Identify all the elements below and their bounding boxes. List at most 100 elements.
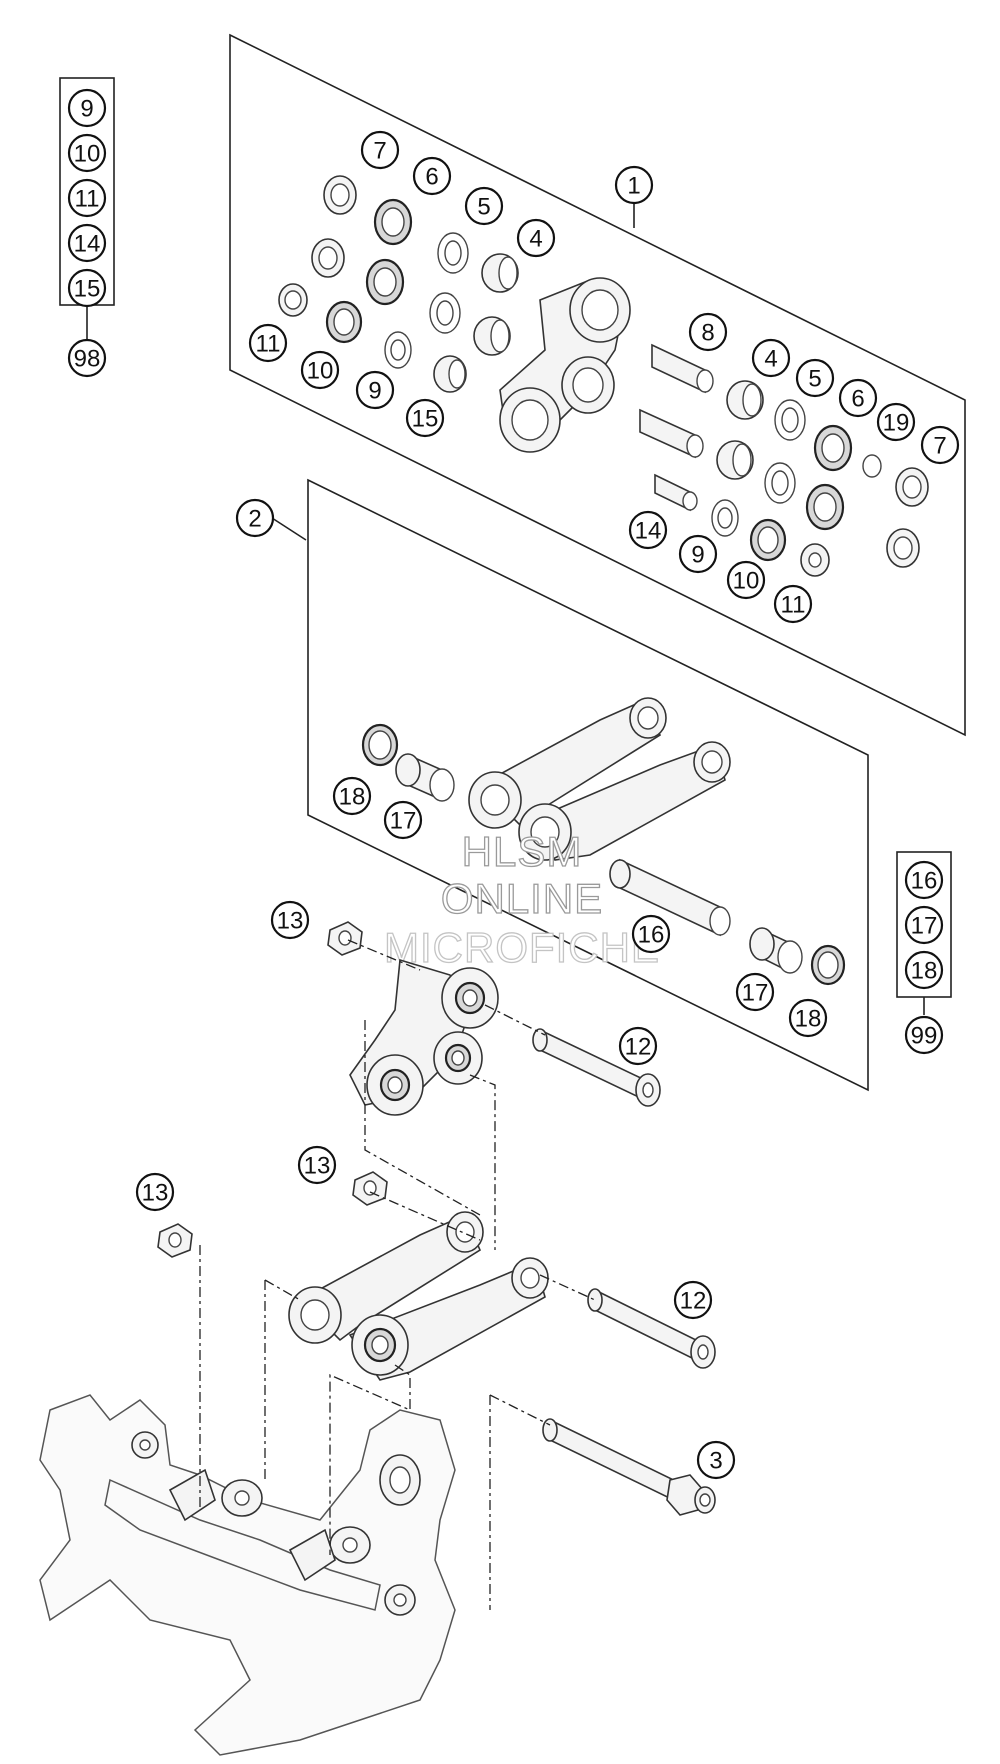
kit-98-item-3-label: 14 [74, 231, 101, 258]
callout-c6a-label: 6 [425, 164, 438, 191]
callout-c7a: 7 [360, 130, 400, 170]
callout-c11a: 11 [248, 323, 288, 363]
callout-c3-label: 3 [709, 1448, 722, 1475]
callout-c4a-label: 4 [529, 226, 542, 253]
callout-c16a: 16 [631, 914, 671, 954]
callout-c10a: 10 [300, 350, 340, 390]
callout-c7b-label: 7 [933, 433, 946, 460]
callout-c9a-label: 9 [368, 378, 381, 405]
callout-c19-label: 19 [883, 410, 910, 437]
callout-c11b: 11 [773, 584, 813, 624]
callout-c8: 8 [688, 312, 728, 352]
callout-c18a-label: 18 [339, 784, 366, 811]
callout-c13c: 13 [135, 1172, 175, 1212]
bolt-12-a [532, 1028, 661, 1107]
callout-c15-label: 15 [412, 406, 439, 433]
callout-c4b-label: 4 [764, 346, 777, 373]
callout-c10a-label: 10 [307, 358, 334, 385]
bearing-parts-right [639, 343, 929, 577]
callout-c9b: 9 [678, 534, 718, 574]
kit-99-item-2-label: 18 [911, 958, 938, 985]
kit-98-item-1-label: 10 [74, 141, 101, 168]
kit-98-item-0-label: 9 [80, 96, 93, 123]
callout-c1: 1 [614, 165, 654, 205]
callout-c9b-label: 9 [691, 542, 704, 569]
callout-c11a-label: 11 [256, 331, 281, 358]
callout-c5a-label: 5 [477, 194, 490, 221]
callout-c6b-label: 6 [851, 386, 864, 413]
nut-13-a [327, 921, 363, 956]
assembled-rocker [349, 958, 499, 1116]
kit-99-label: 99 [904, 1015, 944, 1055]
callout-c3: 3 [696, 1440, 736, 1480]
callout-c10b-label: 10 [733, 568, 760, 595]
kit-99-item-1-label: 17 [911, 913, 938, 940]
kit-98-item-3: 14 [67, 223, 107, 263]
callout-c1-label: 1 [627, 173, 640, 200]
kit-99-item-0-label: 16 [911, 868, 938, 895]
callout-c12b: 12 [673, 1280, 713, 1320]
callout-c13c-label: 13 [142, 1180, 169, 1207]
kit-98-item-4-label: 15 [74, 276, 101, 303]
callout-c14: 14 [628, 510, 668, 550]
callout-c19: 19 [876, 402, 916, 442]
callout-c5b: 5 [795, 358, 835, 398]
kit-99-item-1: 17 [904, 905, 944, 945]
callout-c4b: 4 [751, 338, 791, 378]
rocker-lever-kit-1 [499, 277, 631, 453]
kit-98-label-label: 98 [74, 346, 101, 373]
kit-98-item-4: 15 [67, 268, 107, 308]
kit-99-label-label: 99 [911, 1023, 938, 1050]
watermark: HLSM ONLINE MICROFICHE [383, 827, 660, 971]
bearing-parts-left [278, 175, 519, 393]
bolt-12-b [587, 1288, 716, 1369]
kit-99-item-0: 16 [904, 860, 944, 900]
assembled-pull-rod [288, 1211, 549, 1381]
callout-c13b: 13 [297, 1145, 337, 1185]
callout-c7b: 7 [920, 425, 960, 465]
watermark-line-2: ONLINE [441, 875, 603, 922]
callout-layer: 1234455667789910101111121213131314151617… [67, 88, 960, 1480]
callout-c13a-label: 13 [277, 908, 304, 935]
callout-c5a: 5 [464, 186, 504, 226]
callout-c12a: 12 [618, 1026, 658, 1066]
panel-kit-2 [307, 478, 869, 1092]
callout-c17b: 17 [735, 972, 775, 1012]
frame [39, 1394, 456, 1756]
callout-c17b-label: 17 [742, 980, 769, 1007]
bolt-3 [542, 1418, 716, 1516]
callout-c18b: 18 [788, 998, 828, 1038]
callout-c15: 15 [405, 398, 445, 438]
callout-c17a-label: 17 [390, 808, 417, 835]
callout-2-leader [271, 517, 307, 541]
watermark-line-1: HLSM [462, 828, 583, 875]
assembly-leader-lines [199, 939, 596, 1610]
callout-c17a: 17 [383, 800, 423, 840]
kit-98-item-0: 9 [67, 88, 107, 128]
kit-98-item-2-label: 11 [75, 186, 100, 213]
callout-c2-label: 2 [248, 506, 261, 533]
callout-c16a-label: 16 [638, 922, 665, 949]
nut-13-c [157, 1223, 193, 1258]
callout-c8-label: 8 [701, 320, 714, 347]
callout-c9a: 9 [355, 370, 395, 410]
callout-c2: 2 [235, 498, 275, 538]
kit-99-item-2: 18 [904, 950, 944, 990]
callout-c18a: 18 [332, 776, 372, 816]
kit-98-item-1: 10 [67, 133, 107, 173]
callout-c18b-label: 18 [795, 1006, 822, 1033]
watermark-line-3: MICROFICHE [384, 924, 660, 971]
callout-c14-label: 14 [635, 518, 662, 545]
kit-98-label: 98 [67, 338, 107, 378]
callout-c12a-label: 12 [625, 1034, 652, 1061]
callout-c13a: 13 [270, 900, 310, 940]
callout-c11b-label: 11 [781, 592, 806, 619]
callout-c5b-label: 5 [808, 366, 821, 393]
kit-98-item-2: 11 [67, 178, 107, 218]
nut-13-b [352, 1171, 388, 1206]
callout-c13b-label: 13 [304, 1153, 331, 1180]
panel-2-parts [361, 697, 846, 986]
callout-c6b: 6 [838, 378, 878, 418]
callout-c12b-label: 12 [680, 1288, 707, 1315]
